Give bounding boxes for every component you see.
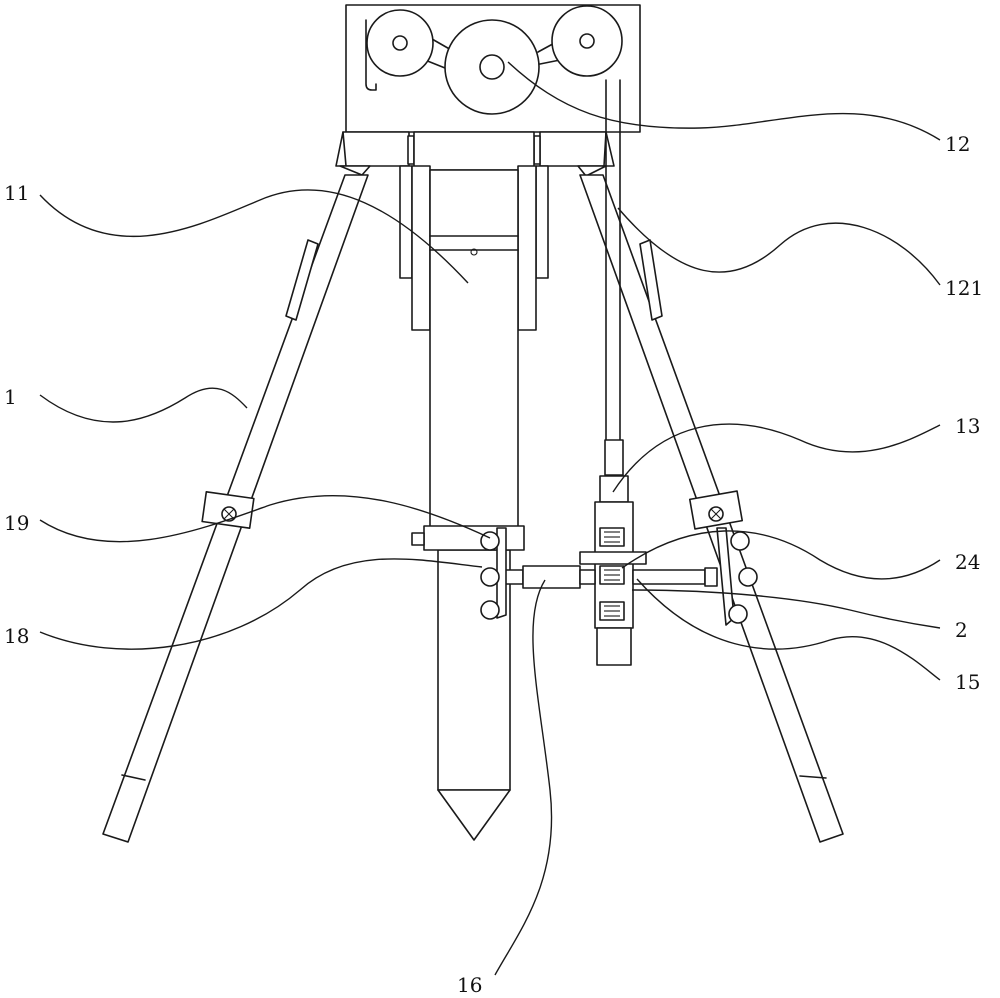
- label-24: 24: [955, 550, 980, 574]
- label-13: 13: [955, 414, 980, 438]
- leader-24: [621, 530, 941, 580]
- label-11: 11: [4, 181, 29, 205]
- leader-121: [617, 207, 941, 286]
- leader-lines: [39, 61, 941, 976]
- label-15: 15: [955, 670, 980, 694]
- label-12: 12: [945, 132, 970, 156]
- label-1: 1: [4, 385, 17, 409]
- leader-12: [507, 61, 941, 141]
- leader-18: [39, 558, 483, 650]
- label-16: 16: [457, 973, 482, 997]
- tripod-leg-left: [102, 174, 369, 843]
- leader-2: [631, 589, 941, 629]
- label-2: 2: [955, 618, 968, 642]
- label-19: 19: [4, 511, 29, 535]
- leader-13: [612, 423, 941, 493]
- label-18: 18: [4, 624, 29, 648]
- label-121: 121: [945, 276, 983, 300]
- drill-rod: [429, 169, 519, 841]
- drive-pulley-center: [444, 19, 540, 115]
- tripod-leg-right: [579, 174, 844, 843]
- guide-sleeve: [399, 165, 549, 331]
- leader-16: [494, 579, 553, 976]
- sensor-probe: [594, 439, 634, 666]
- leader-19: [39, 494, 491, 543]
- leader-1: [39, 387, 248, 423]
- tripod-head: [335, 131, 615, 177]
- leader-15: [636, 578, 941, 681]
- small-pulley-right: [551, 5, 623, 77]
- lift-cable: [605, 79, 621, 441]
- crossbar: [504, 551, 718, 589]
- small-pulley-left: [366, 9, 434, 77]
- left-clamp: [411, 525, 525, 620]
- leader-11: [39, 189, 469, 284]
- reference-labels: 12 11 121 1 13 19 24 2 18 15 16: [4, 132, 983, 997]
